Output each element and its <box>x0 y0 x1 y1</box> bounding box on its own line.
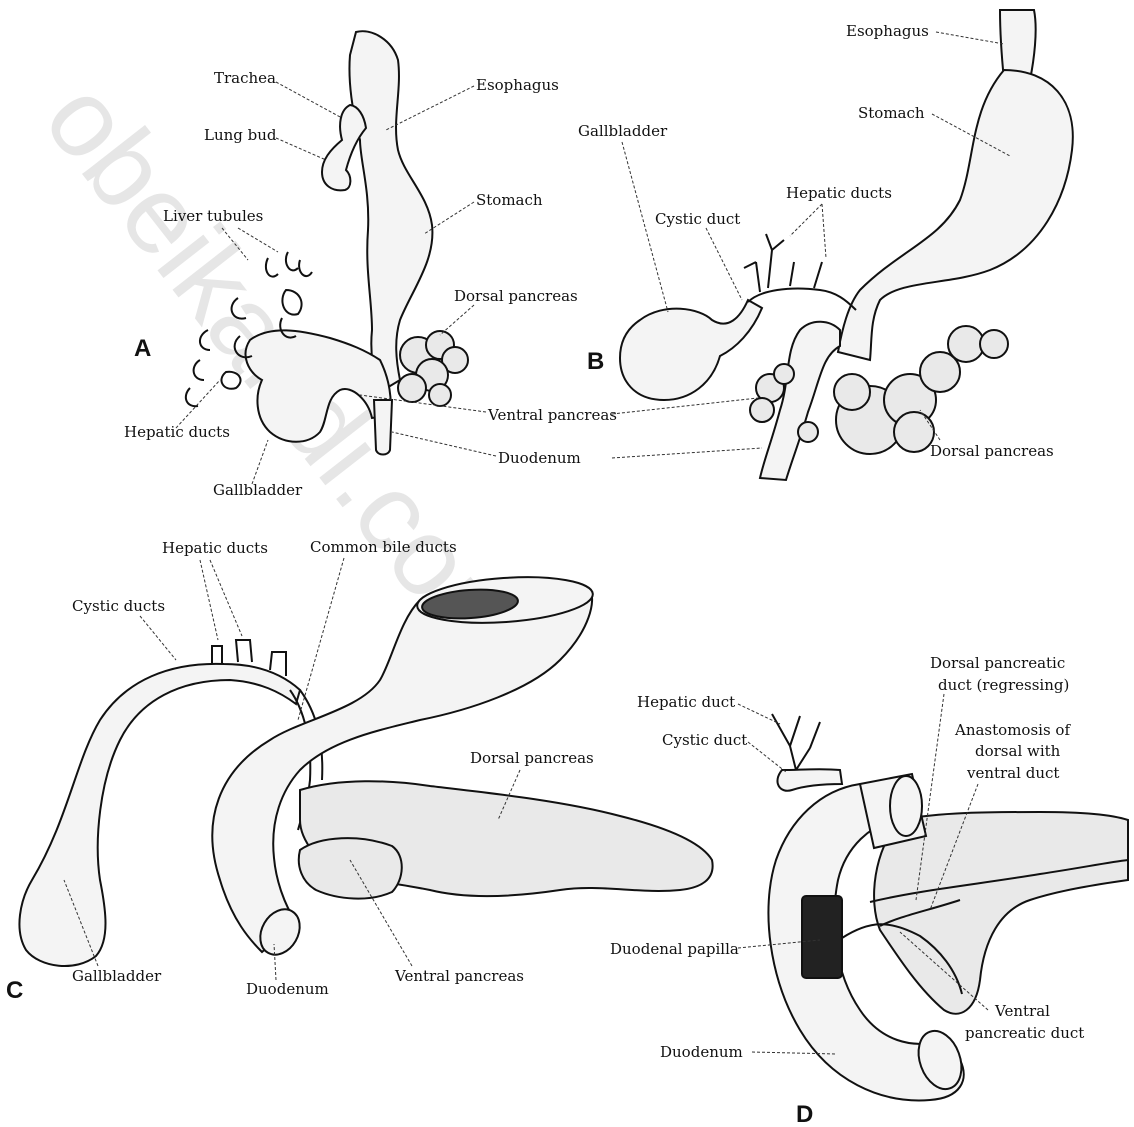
panel-b-gallbladder-shape <box>620 300 762 400</box>
panel-ab-label-ventral-pancreas: Ventral pancreas <box>487 406 617 424</box>
panel-a-label-lung-bud: Lung bud <box>204 126 277 144</box>
panel-b-hepatic-ducts-shape <box>744 234 856 310</box>
panel-c-label-dorsal-pancreas: Dorsal pancreas <box>470 749 594 767</box>
panel-a-label-liver-tubules: Liver tubules <box>163 207 263 225</box>
panel-a-letter: A <box>134 335 151 362</box>
panel-d-label-anastomosis-2: dorsal with <box>975 742 1061 760</box>
panel-c-label-common-bile-ducts: Common bile ducts <box>310 538 457 556</box>
panel-c: C Hepatic ducts Common bile ducts Cystic… <box>6 538 713 1004</box>
panel-d-label-anastomosis-1: Anastomosis of <box>954 721 1071 739</box>
panel-c-duodenum-shape <box>212 590 592 952</box>
panel-d: D Dorsal pancreatic duct (regressing) He… <box>610 654 1128 1127</box>
panel-d-hepatic-cystic-duct-shape <box>777 769 842 791</box>
panel-a-label-stomach: Stomach <box>476 191 543 209</box>
panel-a-label-dorsal-pancreas: Dorsal pancreas <box>454 287 578 305</box>
panel-a-label-hepatic-ducts: Hepatic ducts <box>124 423 230 441</box>
panel-a-duodenum-shape <box>374 400 392 455</box>
panel-ab-label-duodenum: Duodenum <box>498 449 581 467</box>
panel-b-label-esophagus: Esophagus <box>846 22 929 40</box>
panel-d-duodenal-papilla-shape <box>802 896 842 978</box>
panel-c-ventral-pancreas-shape <box>299 838 402 898</box>
panel-a-trachea-lungbud-shape <box>322 105 366 190</box>
panel-d-label-cystic-duct: Cystic duct <box>662 731 747 749</box>
panel-b-label-stomach: Stomach <box>858 104 925 122</box>
panel-d-letter: D <box>796 1101 813 1127</box>
panel-a-label-gallbladder: Gallbladder <box>213 481 303 499</box>
panel-d-label-anastomosis-3: ventral duct <box>966 764 1059 782</box>
panel-c-label-ventral-pancreas: Ventral pancreas <box>394 967 524 985</box>
panel-c-label-gallbladder: Gallbladder <box>72 967 162 985</box>
panel-d-label-duodenal-papilla: Duodenal papilla <box>610 940 739 958</box>
panel-d-hepatic-branches-shape <box>772 714 820 770</box>
panel-d-label-ventral-pancreatic-duct-2: pancreatic duct <box>965 1024 1084 1042</box>
panel-d-pancreas-shape <box>874 812 1128 1014</box>
panel-b-letter: B <box>587 348 604 375</box>
panel-c-label-hepatic-ducts: Hepatic ducts <box>162 539 268 557</box>
panel-a-dorsal-pancreas-shape <box>398 331 468 406</box>
panel-d-label-hepatic-duct: Hepatic duct <box>637 693 735 711</box>
panel-d-label-dorsal-pancreatic-duct-1: Dorsal pancreatic <box>930 654 1065 672</box>
panel-d-label-duodenum: Duodenum <box>660 1043 743 1061</box>
panel-a-label-trachea: Trachea <box>214 69 276 87</box>
panel-c-label-cystic-ducts: Cystic ducts <box>72 597 165 615</box>
panel-c-label-duodenum: Duodenum <box>246 980 329 998</box>
panel-d-label-dorsal-pancreatic-duct-2: duct (regressing) <box>938 676 1069 694</box>
panel-d-upper-duodenum-end-shape <box>890 776 922 836</box>
panel-b-label-gallbladder: Gallbladder <box>578 122 668 140</box>
panel-b-label-hepatic-ducts: Hepatic ducts <box>786 184 892 202</box>
panel-b-label-cystic-duct: Cystic duct <box>655 210 740 228</box>
panel-a-label-esophagus: Esophagus <box>476 76 559 94</box>
panel-c-letter: C <box>6 977 23 1004</box>
panel-b-label-dorsal-pancreas: Dorsal pancreas <box>930 442 1054 460</box>
panel-d-label-ventral-pancreatic-duct-1: Ventral <box>994 1002 1050 1020</box>
